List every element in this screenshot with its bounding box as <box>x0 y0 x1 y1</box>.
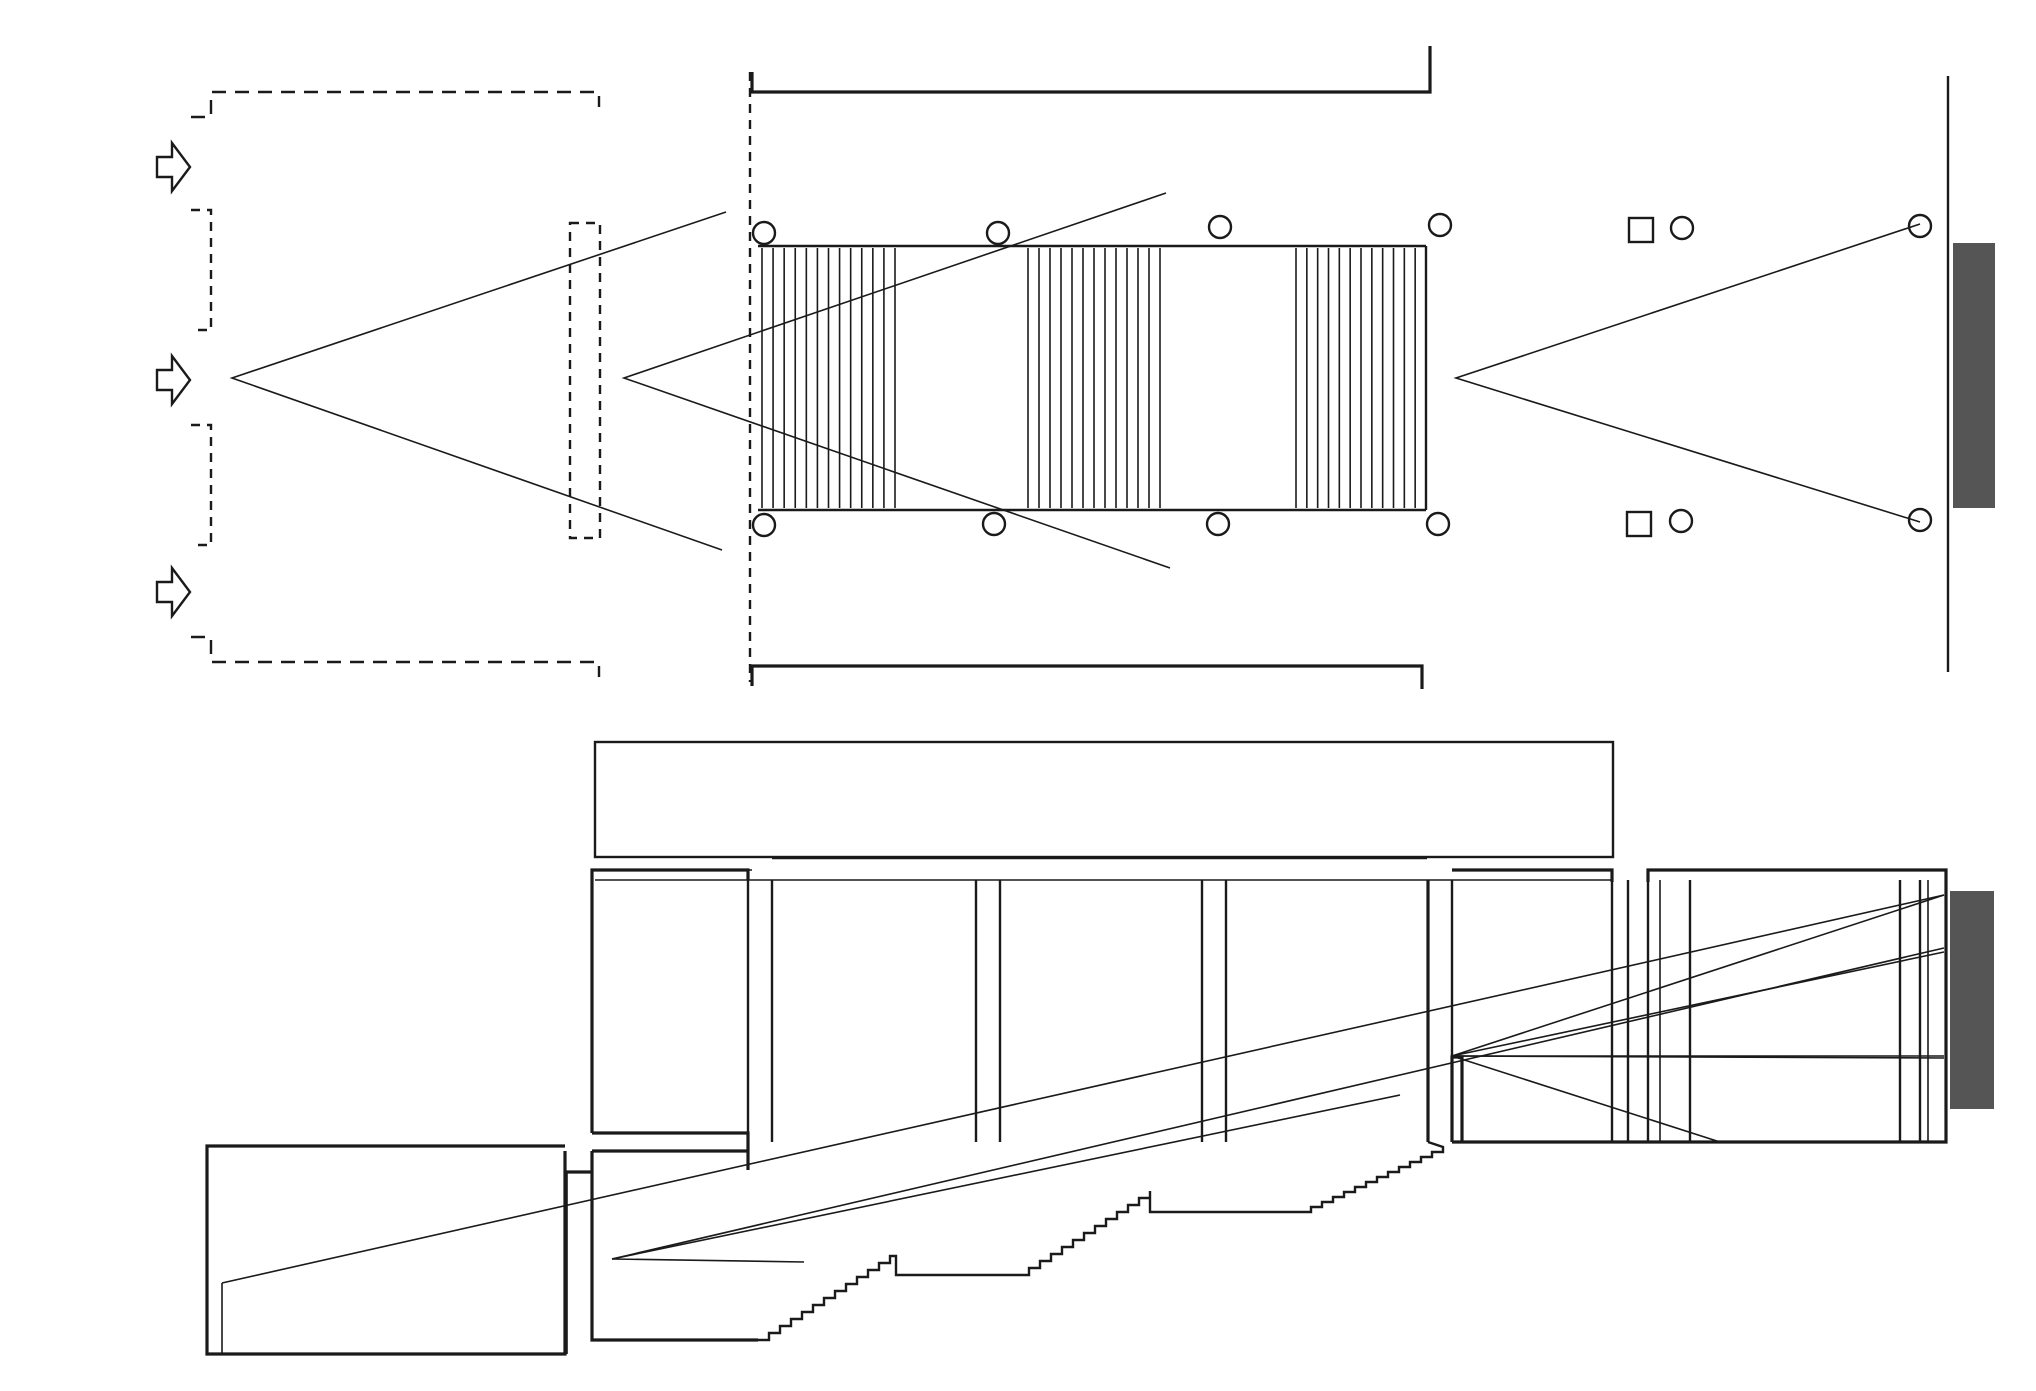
lower-wall <box>750 664 1424 689</box>
section-columns <box>746 880 1929 1142</box>
column <box>1668 508 1694 534</box>
roof-block <box>593 740 1615 859</box>
column <box>1907 507 1933 533</box>
square-pier <box>1625 510 1653 538</box>
column <box>981 511 1007 537</box>
seating-block-outline <box>758 244 1428 512</box>
lower-floor <box>1426 880 1464 1142</box>
column <box>751 512 777 538</box>
column <box>751 220 777 246</box>
sight-lines-section <box>221 894 1945 1354</box>
columns <box>751 212 1933 538</box>
plan-view <box>155 46 1995 689</box>
entry-arrow-icon <box>155 139 192 195</box>
projection-room <box>1452 868 1948 1144</box>
column <box>1427 212 1453 238</box>
stepped-seating <box>758 1140 1445 1342</box>
lower-left-chamber <box>205 1144 567 1356</box>
upper-right-chamber <box>1452 868 1614 882</box>
section-view <box>205 740 1994 1356</box>
lower-middle-chamber <box>565 1149 758 1342</box>
entry-arrow-icon <box>155 352 192 408</box>
screen <box>1953 243 1995 508</box>
column <box>985 220 1011 246</box>
entry-arrow-icon <box>155 564 192 620</box>
seating-rows <box>761 248 1427 508</box>
column <box>1205 511 1231 537</box>
column <box>1669 215 1695 241</box>
dashed-partition <box>568 221 602 540</box>
column <box>1207 214 1233 240</box>
column <box>1425 511 1451 537</box>
sight-lines-plan <box>229 192 1921 569</box>
column <box>1907 213 1933 239</box>
upper-left-chamber <box>590 868 750 1133</box>
upper-wall <box>750 46 1432 94</box>
square-pier <box>1627 216 1655 244</box>
lobby-dashed-outline <box>191 90 601 677</box>
floor-slab <box>592 1131 750 1150</box>
section-screen <box>1950 891 1994 1109</box>
